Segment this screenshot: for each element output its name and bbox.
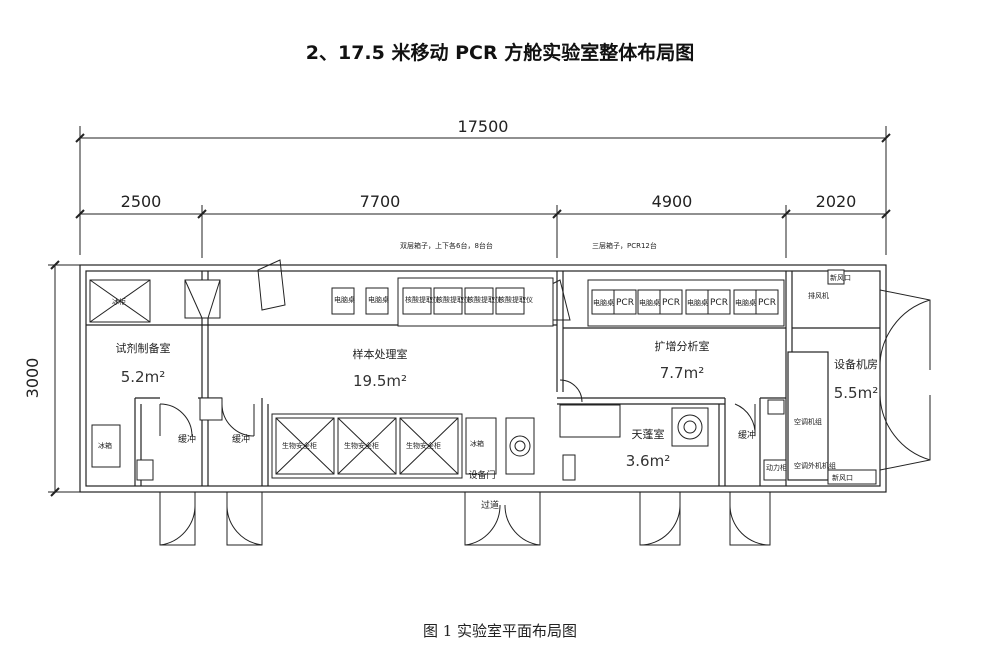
dim-seg1: 2500 bbox=[121, 192, 162, 211]
room-balance-area: 3.6m² bbox=[626, 452, 670, 470]
label-fridge2: 冰箱 bbox=[470, 439, 484, 448]
label-ac-power: 空调外机机组 bbox=[794, 461, 836, 470]
dim-seg4: 2020 bbox=[816, 192, 857, 211]
label-pcr1: PCR bbox=[616, 298, 634, 308]
room-balance-name: 天蓬室 bbox=[632, 427, 665, 441]
label-exhaust: 排风机 bbox=[808, 291, 829, 300]
label-hallway: 过道 bbox=[481, 499, 499, 511]
room-equipment-name: 设备机房 bbox=[834, 357, 878, 371]
dimension-lines bbox=[48, 126, 891, 497]
diagram-title: 2、17.5 米移动 PCR 方舱实验室整体布局图 bbox=[305, 42, 695, 64]
label-buffer3: 缓冲 bbox=[738, 429, 756, 441]
label-fresh-air-bottom: 新风口 bbox=[832, 473, 853, 482]
label-note-sample: 双层箱子，上下各6台，8台台 bbox=[400, 241, 493, 250]
label-bsc1: 生物安全柜 bbox=[282, 441, 317, 450]
label-pcr4: PCR bbox=[758, 298, 776, 308]
dim-height: 3000 bbox=[23, 358, 42, 399]
label-extract1: 核酸提取仪 bbox=[405, 295, 440, 304]
label-pc-amp3: 电脑桌 bbox=[687, 298, 708, 307]
outer-walls bbox=[79, 264, 887, 493]
label-extract4: 核酸提取仪 bbox=[498, 295, 533, 304]
label-note-pcr: 三层箱子，PCR12台 bbox=[592, 241, 657, 250]
label-pc-sample2: 电脑桌 bbox=[368, 295, 389, 304]
label-extract3: 核酸提取仪 bbox=[467, 295, 502, 304]
dim-seg3: 4900 bbox=[652, 192, 693, 211]
room-reagent-name: 试剂制备室 bbox=[116, 341, 171, 355]
room-equipment-area: 5.5m² bbox=[834, 384, 878, 402]
label-equip-door: 设备门 bbox=[468, 469, 495, 481]
furniture bbox=[89, 269, 877, 485]
room-amplification-area: 7.7m² bbox=[660, 364, 704, 382]
figure-caption: 图 1 实验室平面布局图 bbox=[422, 622, 578, 640]
dim-total: 17500 bbox=[458, 117, 509, 136]
label-extract2: 核酸提取仪 bbox=[436, 295, 471, 304]
room-sample-area: 19.5m² bbox=[353, 372, 407, 390]
label-pc-amp2: 电脑桌 bbox=[639, 298, 660, 307]
label-pcr3: PCR bbox=[710, 298, 728, 308]
label-bsc3: 生物安全柜 bbox=[406, 441, 441, 450]
label-buffer1: 缓冲 bbox=[178, 433, 196, 445]
label-buffer2: 缓冲 bbox=[232, 433, 250, 445]
label-power: 动力柜 bbox=[766, 463, 787, 472]
label-reagent-fridge: 冰箱 bbox=[98, 441, 112, 450]
label-pcr2: PCR bbox=[662, 298, 680, 308]
label-ac-unit: 空调机组 bbox=[794, 417, 822, 426]
room-sample-name: 样本处理室 bbox=[353, 347, 408, 361]
room-amplification-name: 扩增分析室 bbox=[655, 339, 710, 353]
label-fresh-air-top: 新风口 bbox=[830, 273, 851, 282]
label-reagent-freezer: 冰柜 bbox=[112, 297, 126, 306]
label-pc-sample1: 电脑桌 bbox=[334, 295, 355, 304]
doors bbox=[159, 259, 931, 546]
room-reagent-area: 5.2m² bbox=[121, 368, 165, 386]
dim-seg2: 7700 bbox=[360, 192, 401, 211]
label-bsc2: 生物安全柜 bbox=[344, 441, 379, 450]
label-pc-amp4: 电脑桌 bbox=[735, 298, 756, 307]
label-pc-amp1: 电脑桌 bbox=[593, 298, 614, 307]
